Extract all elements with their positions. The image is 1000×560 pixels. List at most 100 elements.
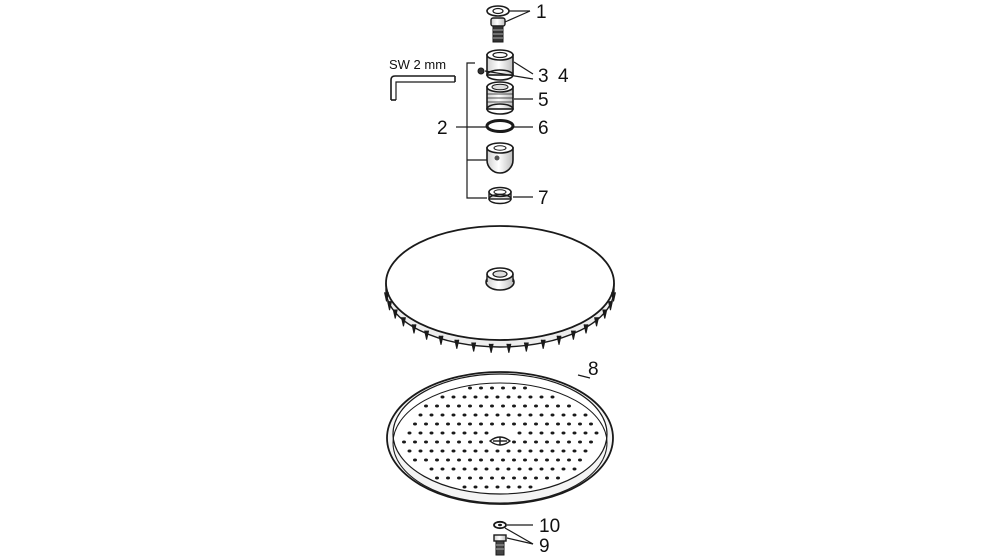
spray-nozzle xyxy=(589,422,593,426)
spray-nozzles xyxy=(402,386,599,489)
spray-nozzle xyxy=(424,404,428,408)
spray-nozzle xyxy=(528,449,533,453)
spray-nozzle xyxy=(462,395,467,399)
shower-head-body xyxy=(384,225,616,353)
spray-nozzle xyxy=(517,413,522,417)
part-label-8: 8 xyxy=(588,359,599,380)
spray-nozzle xyxy=(528,485,533,489)
spray-nozzle xyxy=(484,485,489,489)
spray-nozzle xyxy=(479,458,483,462)
spray-nozzle xyxy=(567,440,571,444)
spray-nozzle xyxy=(451,467,456,471)
spray-nozzle xyxy=(583,413,588,417)
ball-joint xyxy=(486,142,514,174)
spray-nozzle xyxy=(506,395,511,399)
spray-nozzle xyxy=(490,458,494,462)
spray-nozzle xyxy=(435,440,439,444)
spray-nozzle xyxy=(429,413,434,417)
spray-nozzle xyxy=(523,386,527,390)
spray-nozzle xyxy=(539,449,544,453)
spray-nozzle xyxy=(479,422,483,426)
spray-nozzle xyxy=(457,422,461,426)
spray-nozzle xyxy=(550,431,555,435)
spray-nozzle xyxy=(523,458,527,462)
spray-nozzle xyxy=(572,431,577,435)
spray-nozzle xyxy=(457,440,461,444)
spray-nozzle xyxy=(413,440,417,444)
spray-nozzle xyxy=(446,458,450,462)
body-clips xyxy=(384,292,616,353)
spray-nozzle xyxy=(495,485,500,489)
spray-nozzle xyxy=(550,413,555,417)
body-clip xyxy=(438,335,444,345)
spray-nozzle xyxy=(424,422,428,426)
hex-wrench-icon xyxy=(390,75,456,101)
part-8-spray-plate xyxy=(386,371,614,505)
body-clip xyxy=(570,330,576,340)
spray-nozzle xyxy=(484,449,489,453)
spray-nozzle xyxy=(550,467,555,471)
spray-nozzle xyxy=(567,458,571,462)
spray-nozzle xyxy=(517,485,522,489)
spray-nozzle xyxy=(556,440,560,444)
center-cross-mark xyxy=(488,436,512,446)
spray-nozzle xyxy=(407,449,412,453)
part-label-1: 1 xyxy=(536,2,547,23)
spray-nozzle xyxy=(484,431,489,435)
spray-nozzle xyxy=(528,431,533,435)
body-clip xyxy=(384,292,389,302)
spray-nozzle xyxy=(512,422,516,426)
part-5-threaded-sleeve xyxy=(486,81,514,115)
spray-nozzle xyxy=(479,404,483,408)
spray-nozzle xyxy=(583,431,588,435)
spray-nozzle xyxy=(550,449,555,453)
spray-nozzle xyxy=(512,404,516,408)
spray-nozzle xyxy=(429,449,434,453)
spray-nozzle xyxy=(413,458,417,462)
spray-nozzle xyxy=(457,404,461,408)
spray-nozzle xyxy=(424,440,428,444)
spray-nozzle xyxy=(561,449,566,453)
spray-nozzle xyxy=(578,422,582,426)
spray-nozzle xyxy=(457,458,461,462)
spray-nozzle xyxy=(567,404,571,408)
spray-nozzle xyxy=(468,476,472,480)
body-clip xyxy=(611,292,616,302)
spray-nozzle xyxy=(479,476,483,480)
spray-nozzle xyxy=(495,449,500,453)
spray-nozzle xyxy=(539,467,544,471)
spray-nozzle xyxy=(440,395,445,399)
spray-nozzle xyxy=(451,449,456,453)
spray-nozzle xyxy=(501,404,505,408)
body-clip xyxy=(400,317,406,327)
leader-3-4 xyxy=(484,61,534,80)
spray-nozzle xyxy=(484,395,489,399)
spray-nozzle xyxy=(506,485,511,489)
part-label-6: 6 xyxy=(538,118,549,139)
spray-nozzle xyxy=(490,476,494,480)
spray-nozzle xyxy=(501,422,505,426)
spray-nozzle xyxy=(479,440,483,444)
part-label-3: 3 xyxy=(538,66,549,87)
spray-nozzle xyxy=(446,422,450,426)
spray-nozzle xyxy=(435,458,439,462)
spray-nozzle xyxy=(545,422,549,426)
spray-nozzle xyxy=(567,422,571,426)
spray-nozzle xyxy=(440,467,445,471)
spray-nozzle xyxy=(512,440,516,444)
spray-nozzle xyxy=(446,440,450,444)
spray-nozzle xyxy=(539,413,544,417)
body-clip xyxy=(602,309,608,319)
spray-nozzle xyxy=(556,422,560,426)
spray-nozzle xyxy=(440,431,445,435)
part-label-2: 2 xyxy=(437,118,448,139)
spray-nozzle xyxy=(528,467,533,471)
leader-1 xyxy=(504,10,531,23)
part-2-group-bracket xyxy=(456,62,487,199)
spray-nozzle xyxy=(517,395,522,399)
spray-nozzle xyxy=(490,422,494,426)
body-clip xyxy=(607,300,613,311)
spray-nozzle xyxy=(418,449,423,453)
spray-nozzle xyxy=(473,395,478,399)
